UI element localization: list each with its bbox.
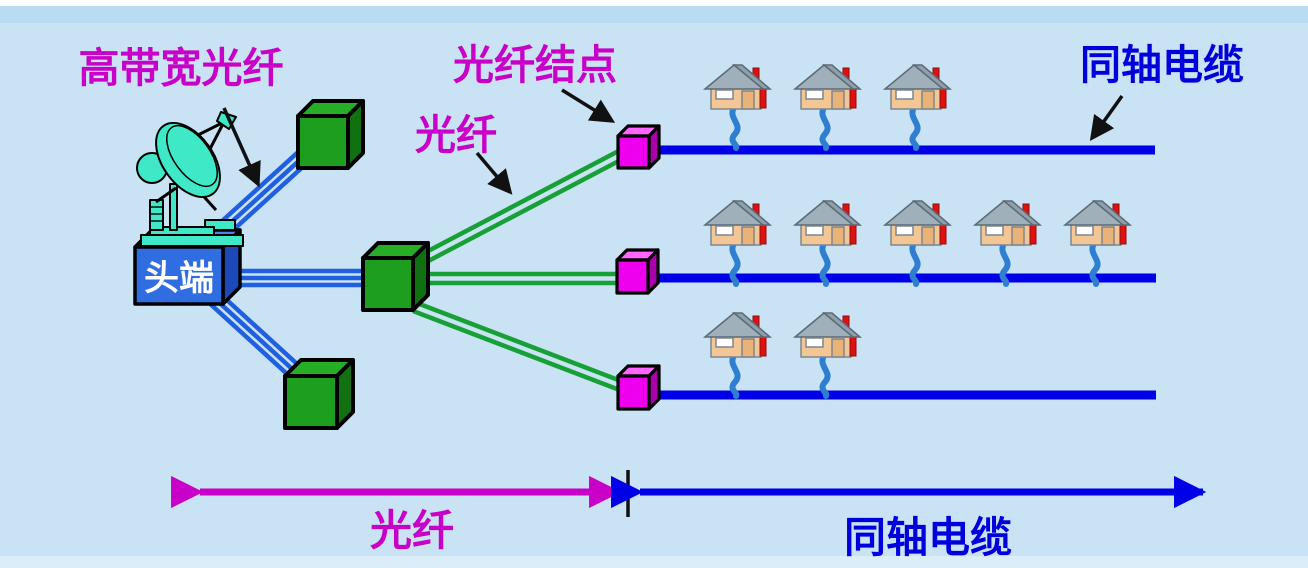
top-border-strip bbox=[0, 0, 1308, 6]
splitter-cube-bottom bbox=[283, 358, 355, 430]
bottom-border-strip bbox=[0, 556, 1308, 568]
fiber-node-bottom bbox=[616, 364, 661, 411]
headend-label: 头端 bbox=[144, 259, 214, 298]
splitter-cube-top bbox=[296, 99, 365, 170]
fiber-green-lines bbox=[409, 143, 636, 397]
top-shade-band bbox=[0, 6, 1308, 23]
label-coax-cable: 同轴电缆 bbox=[1080, 42, 1244, 88]
splitter-cube-middle bbox=[361, 241, 430, 312]
label-high-bandwidth-fiber: 高带宽光纤 bbox=[79, 45, 284, 91]
arrow-fiber bbox=[475, 151, 513, 195]
label-fiber-span: 光纤 bbox=[370, 507, 454, 554]
fiber-node-cubes bbox=[615, 124, 661, 411]
satellite-dish-icon bbox=[136, 111, 244, 247]
label-fiber-node: 光纤结点 bbox=[453, 42, 617, 88]
label-coax-span: 同轴电缆 bbox=[844, 514, 1012, 561]
label-fiber: 光纤 bbox=[415, 112, 497, 158]
arrow-high-bandwidth-fiber bbox=[222, 107, 261, 188]
fiber-node-middle bbox=[615, 248, 660, 295]
arrow-fiber-node bbox=[561, 88, 616, 123]
optical-splitter-cubes bbox=[283, 99, 430, 430]
arrow-coax-cable bbox=[1089, 94, 1124, 141]
fiber-node-top bbox=[616, 124, 661, 170]
